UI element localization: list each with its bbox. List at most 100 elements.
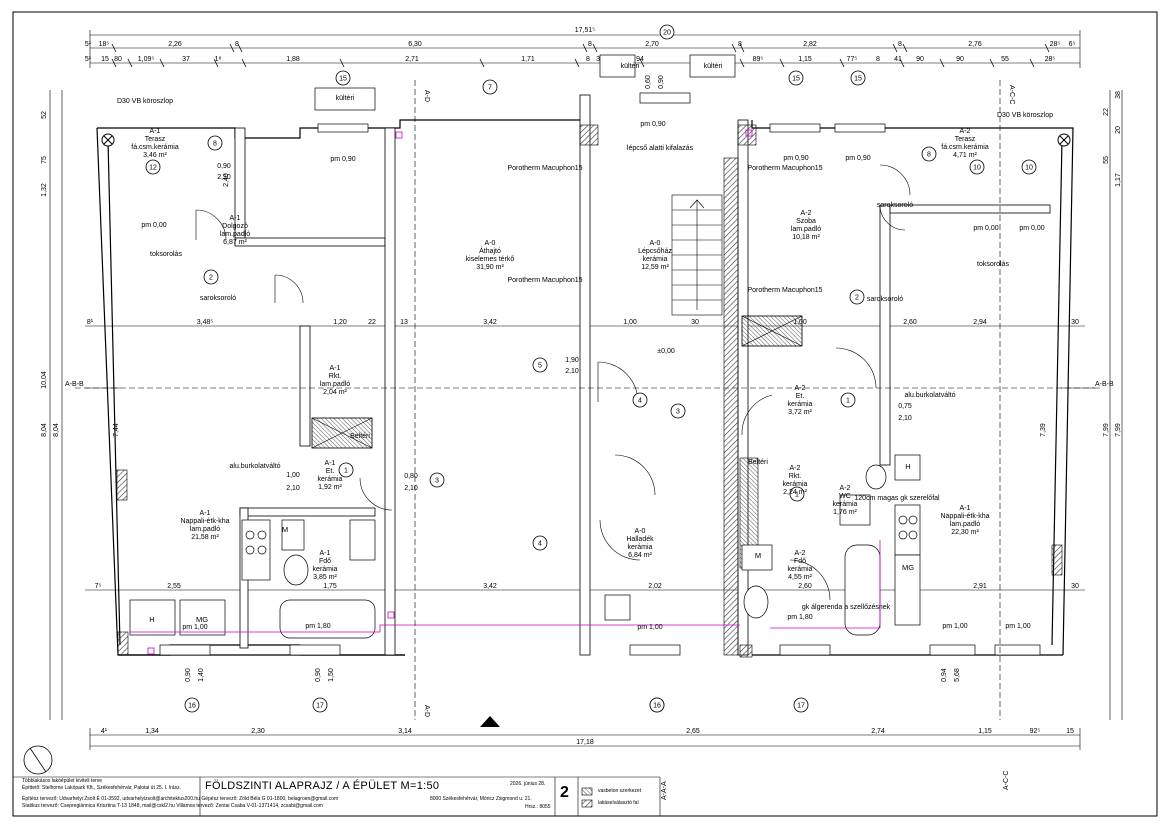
room-code: A-2 — [960, 128, 971, 135]
room-floor: lam.padló — [791, 226, 821, 233]
marker-circle — [429, 472, 445, 488]
room-floor: kerámia — [783, 481, 808, 488]
marker-circle — [338, 462, 354, 478]
grid-lower-2: 1,75 — [323, 583, 337, 590]
room-area: 3,85 m² — [313, 574, 337, 581]
parapet-0: pm 0,90 — [330, 156, 355, 163]
window-dim-6: 0,94 — [941, 668, 948, 682]
legend-concrete: vasbeton szerkezet — [598, 788, 642, 794]
top-dim-2-7: 2,71 — [405, 56, 419, 63]
room-name: Fdő — [319, 558, 331, 565]
note-12: alu.burkolatváltó — [230, 463, 281, 470]
top-dim-2-1: 15 — [101, 56, 109, 63]
room-area: 6,84 m² — [628, 552, 652, 559]
right-dim-7: 38 — [1115, 91, 1122, 99]
marker-number: 16 — [653, 703, 661, 710]
marker-circle — [788, 70, 804, 86]
window-dim-7: 5,68 — [954, 668, 961, 682]
tb-builder: Építtető: Stelhome Lakópark Kft., Székes… — [22, 785, 181, 791]
grid-upper-11: 30 — [1071, 319, 1079, 326]
marker-circle — [649, 697, 665, 713]
note-13: alu.burkolatváltó — [905, 392, 956, 399]
room-name: Fdő — [794, 558, 806, 565]
marker-number: 17 — [316, 703, 324, 710]
room-floor: kerámia — [318, 476, 343, 483]
grid-upper-9: 2,60 — [903, 319, 917, 326]
room-code: A-1 — [200, 510, 211, 517]
left-dim-6: 52 — [41, 111, 48, 119]
grid-upper-6: 1,00 — [623, 319, 637, 326]
top-dim-1-9: 8 — [898, 41, 902, 48]
grid-lower-0: 7⁵ — [95, 583, 102, 590]
room-floor: lam.padló — [220, 231, 250, 238]
room-name: Rkt. — [789, 473, 802, 480]
room-name: Terasz — [145, 136, 166, 143]
marker-4-8: 4 — [632, 392, 648, 408]
room-area: 2,24 m² — [783, 489, 807, 496]
marker-number: 7 — [488, 85, 492, 92]
legend-party-wall: lakáselválasztó fal — [598, 800, 639, 806]
parapet-10: pm 1,80 — [787, 614, 812, 621]
note-16: kültéri — [336, 95, 355, 102]
marker-number: 10 — [973, 165, 981, 172]
room-code: A-0 — [650, 240, 661, 247]
top-dim-2-17: 8 — [876, 56, 880, 63]
tb-project: Többlakásos lakóépület kiviteli terve — [22, 778, 103, 784]
marker-20-24: 20 — [659, 24, 675, 40]
marker-number: 8 — [213, 141, 217, 148]
grid-upper-7: 30 — [691, 319, 699, 326]
marker-circle — [184, 697, 200, 713]
right-dim-4: 55 — [1103, 156, 1110, 164]
tb-hrsz: Hrsz.: 8055 — [525, 804, 551, 810]
top-dim-1-1: 18⁵ — [99, 41, 110, 48]
grid-lines — [85, 325, 1100, 591]
note-14: Beltéri — [350, 433, 370, 440]
fixture-1: MG — [196, 615, 208, 624]
fixture-2: M — [282, 525, 288, 534]
marker-17-23: 17 — [793, 697, 809, 713]
marker-15-17: 15 — [335, 70, 351, 86]
room-name: Nappali-étk-kha — [940, 513, 989, 520]
section-mark-aaa: A-A-A — [661, 781, 668, 800]
marker-circle — [312, 697, 328, 713]
side-dimension-lines — [49, 90, 1123, 720]
grid-lower-7: 30 — [1071, 583, 1079, 590]
section-mark-ad-bottom: A-D — [423, 705, 430, 717]
room-area: 4,71 m² — [953, 152, 977, 159]
room-name: Nappali-étk-kha — [180, 518, 229, 525]
marker-number: 5 — [538, 363, 542, 370]
marker-17-22: 17 — [312, 697, 328, 713]
marker-circle — [849, 289, 865, 305]
section-mark-abb-right: A-B-B — [1095, 381, 1114, 388]
marker-number: 2 — [855, 295, 859, 302]
door-swings — [195, 164, 911, 601]
door-dim-6: 0,80 — [404, 473, 418, 480]
drawing-title: FÖLDSZINTI ALAPRAJZ / A ÉPÜLET M=1:50 — [205, 780, 440, 792]
marker-circle — [1021, 159, 1037, 175]
right-dim-3: 1,17 — [1115, 173, 1122, 187]
parapet-11: pm 1,00 — [942, 623, 967, 630]
window-dim-2: 0,90 — [315, 668, 322, 682]
bottom-dim-4: 2,65 — [686, 728, 700, 735]
marker-circle — [482, 79, 498, 95]
top-dim-2-0: 5¹ — [85, 56, 92, 63]
marker-1-2: 1 — [840, 392, 856, 408]
room-code: A-2 — [840, 485, 851, 492]
note-18: kültéri — [704, 63, 723, 70]
note-15: Beltéri — [748, 459, 768, 466]
right-dim-1: 7,99 — [1115, 423, 1122, 437]
note-1: D30 VB köroszlop — [997, 112, 1053, 119]
top-dim-ticks — [111, 43, 1050, 68]
right-dim-0: 7,99 — [1103, 423, 1110, 437]
room-floor: kiselemes térkő — [466, 256, 515, 263]
marker-number: 10 — [1025, 165, 1033, 172]
bottom-dim-1: 1,34 — [145, 728, 159, 735]
note-4: Porotherm Macuphon15 — [507, 277, 582, 284]
